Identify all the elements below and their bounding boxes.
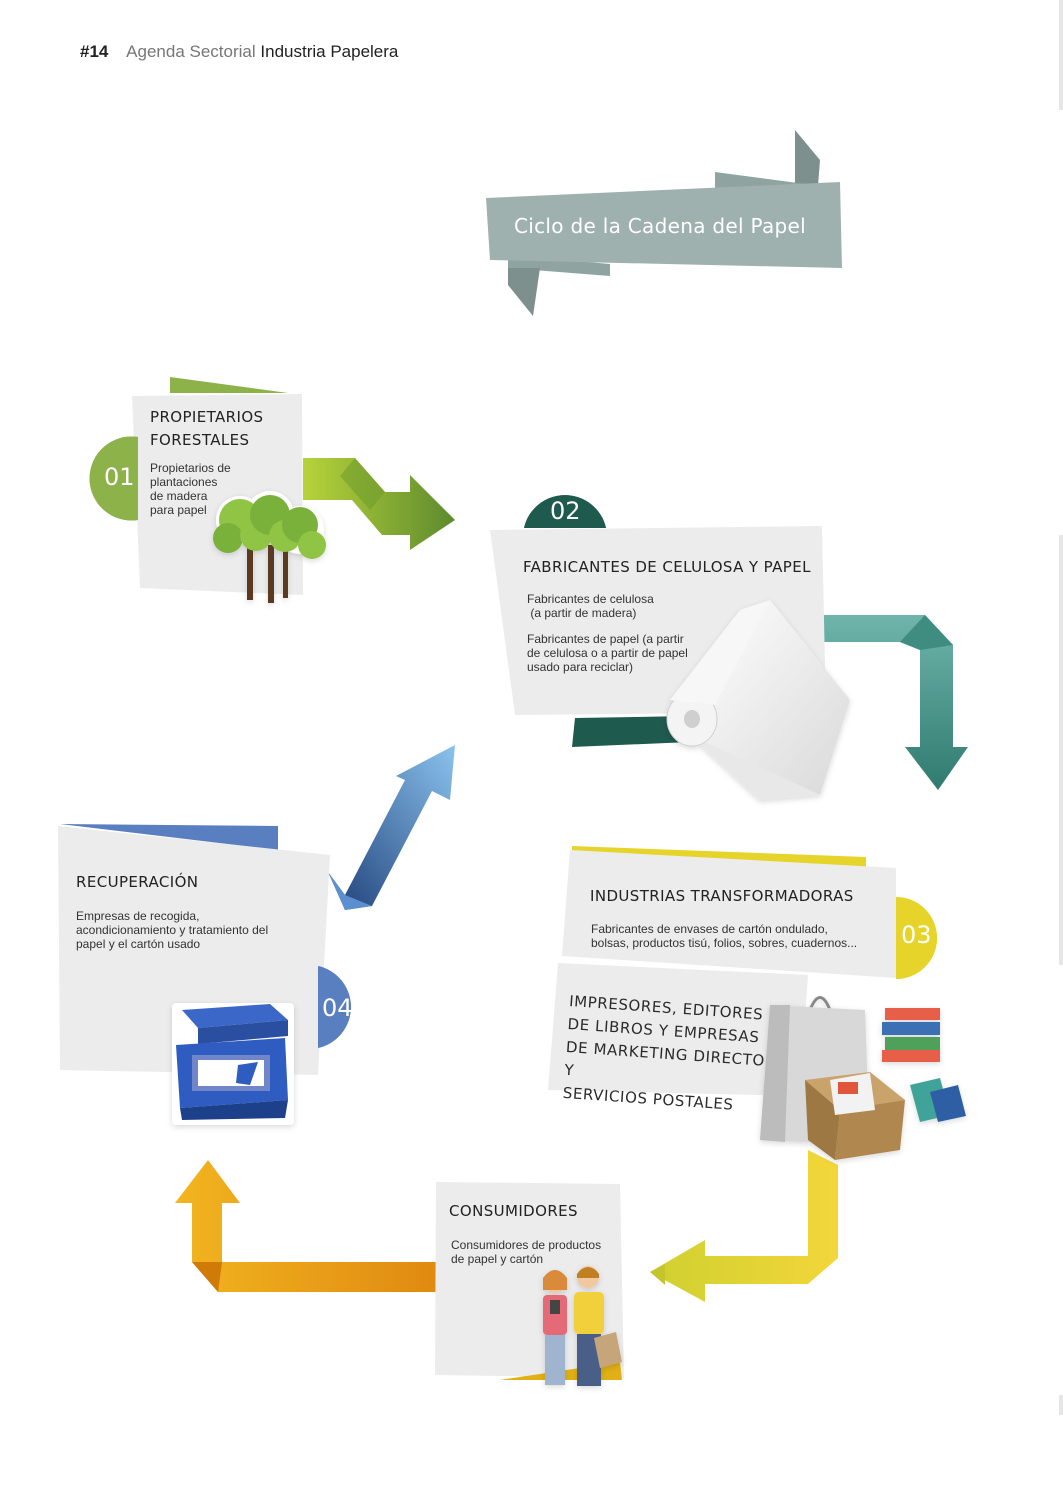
trees-icon xyxy=(213,491,326,603)
stage-4-desc: Empresas de recogida, acondicionamiento … xyxy=(76,909,268,951)
consumers-desc: Consumidores de productos de papel y car… xyxy=(451,1238,601,1266)
stage-3-number: 03 xyxy=(901,921,932,949)
stage-4-desc-line: acondicionamiento y tratamiento del xyxy=(76,923,269,937)
stage-1-title-line: PROPIETARIOS xyxy=(150,408,264,426)
stage-3-desc: Fabricantes de envases de cartón ondulad… xyxy=(591,922,857,950)
stage-3b-title: IMPRESORES, EDITORES DE LIBROS Y EMPRESA… xyxy=(562,990,770,1119)
arrow-4-to-2 xyxy=(328,745,455,910)
page-header: #14 Agenda Sectorial Industria Papelera xyxy=(80,42,398,62)
stage-1-title-line: FORESTALES xyxy=(150,431,250,449)
stage-2-number: 02 xyxy=(550,497,581,525)
stage-1-title: PROPIETARIOS FORESTALES xyxy=(150,406,263,452)
stage-4-number: 04 xyxy=(322,994,353,1022)
couple-shopping-icon xyxy=(543,1266,622,1386)
stage-2-title: FABRICANTES DE CELULOSA Y PAPEL xyxy=(523,558,811,576)
paper-roll-icon xyxy=(666,600,850,800)
stage-2-desc-line: Fabricantes de papel (a partir xyxy=(527,632,684,646)
stage-2-desc-line: Fabricantes de celulosa xyxy=(527,592,654,606)
stage-4-desc-line: Empresas de recogida, xyxy=(76,909,200,923)
stage-1-number: 01 xyxy=(104,463,135,491)
edge-rule xyxy=(1059,0,1063,110)
stage-3-card xyxy=(562,846,937,979)
consumers-desc-line: de papel y cartón xyxy=(451,1252,544,1266)
edge-rule xyxy=(1059,535,1063,965)
stage-2-desc-line: de celulosa o a partir de papel xyxy=(527,646,688,660)
stage-2-desc-line: (a partir de madera) xyxy=(527,606,637,620)
page-number: #14 xyxy=(80,42,109,61)
stage-1-desc-line: para papel xyxy=(150,503,207,517)
arrow-1-to-2 xyxy=(303,458,455,550)
recycling-bin-icon xyxy=(172,1003,294,1125)
agenda-label: Agenda Sectorial xyxy=(126,42,256,61)
consumers-desc-line: Consumidores de productos xyxy=(451,1238,602,1252)
consumers-title: CONSUMIDORES xyxy=(449,1202,578,1220)
badge-04 xyxy=(318,966,351,1048)
stage-1-desc: Propietarios de plantaciones de madera p… xyxy=(150,461,231,517)
badge-03 xyxy=(896,897,937,979)
stage-1-desc-line: Propietarios de xyxy=(150,461,231,475)
stage-1-desc-line: de madera xyxy=(150,489,208,503)
arrow-consumers-to-4 xyxy=(175,1160,436,1292)
stage-4-title: RECUPERACIÓN xyxy=(76,873,199,891)
industry-label: Industria Papelera xyxy=(260,42,399,61)
stage-1-desc-line: plantaciones xyxy=(150,475,218,489)
arrow-3-to-consumers xyxy=(650,1150,838,1302)
diagram-title: Ciclo de la Cadena del Papel xyxy=(514,214,806,238)
stage-3-desc-line: bolsas, productos tisú, folios, sobres, … xyxy=(591,936,858,950)
stage-3-desc-line: Fabricantes de envases de cartón ondulad… xyxy=(591,922,828,936)
arrow-2-to-3 xyxy=(822,615,968,790)
stage-2-desc-line: usado para reciclar) xyxy=(527,660,634,674)
stage-3-title: INDUSTRIAS TRANSFORMADORAS xyxy=(590,887,854,905)
stage-4-desc-line: papel y el cartón usado xyxy=(76,937,201,951)
edge-rule xyxy=(1059,1395,1063,1415)
badge-02 xyxy=(524,495,606,528)
stage-2-desc: Fabricantes de celulosa (a partir de mad… xyxy=(527,592,688,674)
shopping-bag-box-books-icon xyxy=(760,996,966,1160)
stage-3b-card xyxy=(548,963,808,1096)
title-ribbon xyxy=(486,130,842,316)
badge-01 xyxy=(89,436,138,521)
